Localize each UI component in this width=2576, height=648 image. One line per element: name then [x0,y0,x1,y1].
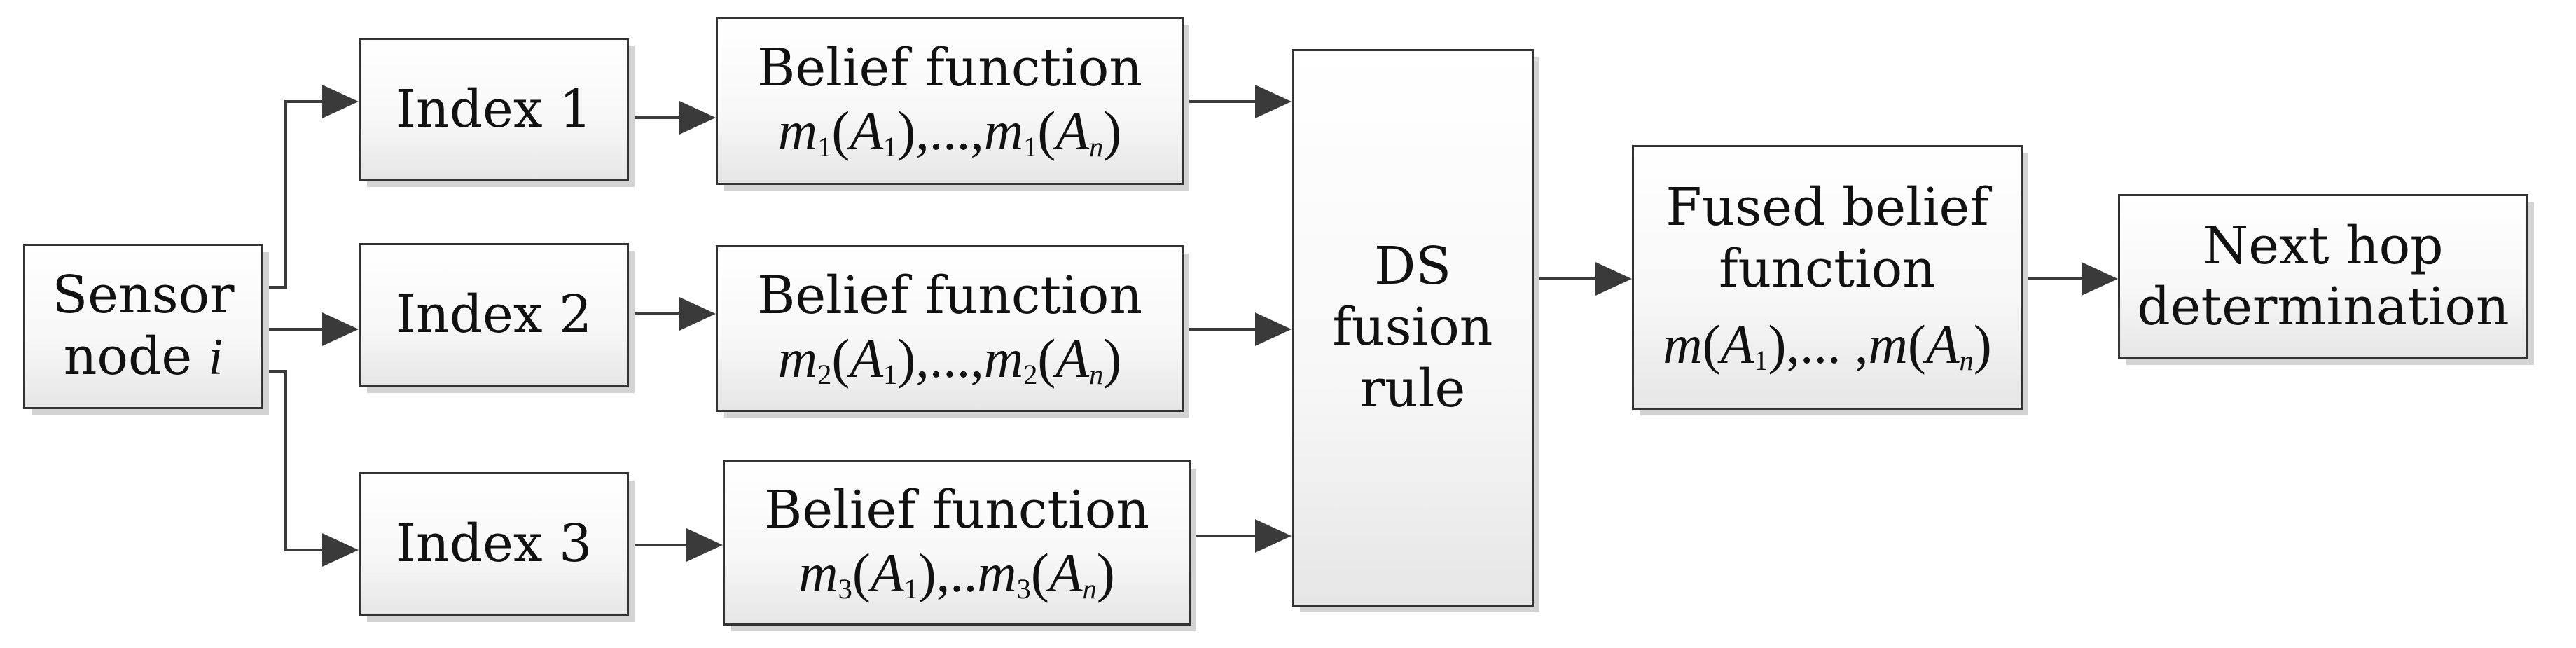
belief-function-3-box: Belief function m3(A1),..m3(An) [723,460,1191,626]
belief-function-2-title: Belief function [757,265,1142,326]
ds-fusion-line3: rule [1359,358,1466,419]
sensor-node-var: i [208,328,223,386]
fused-belief-line2: function [1719,238,1936,299]
arrow-fused-nexthop [2082,262,2118,296]
belief-function-1-box: Belief function m1(A1),...,m1(An) [716,17,1184,185]
index-1-label: Index 1 [395,78,593,139]
next-hop-line2: determination [2137,277,2509,337]
sensor-node-line1: Sensor [52,265,235,326]
arrow-index3-belief3 [686,528,723,562]
belief-function-1-formula: m1(A1),...,m1(An) [777,100,1122,163]
belief-function-3-formula: m3(A1),..m3(An) [798,542,1115,605]
edge-sensor-index3 [263,370,336,551]
belief-function-3-title: Belief function [764,479,1149,540]
index-3-box: Index 3 [359,472,629,616]
index-1-box: Index 1 [359,38,629,181]
sensor-node-line2: node i [64,326,223,388]
index-3-label: Index 3 [395,513,593,574]
fused-belief-line1: Fused belief [1666,177,1989,238]
arrow-sensor-index2 [322,312,359,346]
next-hop-line1: Next hop [2203,215,2444,276]
sensor-node-box: Sensor node i [23,244,263,409]
fused-belief-formula: m(A1),... ,m(An) [1663,313,1992,376]
arrow-ds-fused [1595,262,1632,296]
arrow-sensor-index3 [322,533,359,567]
next-hop-determination-box: Next hop determination [2118,194,2528,359]
arrow-belief3-ds [1255,519,1292,553]
arrow-belief2-ds [1255,312,1292,346]
fused-belief-function-box: Fused belief function m(A1),... ,m(An) [1632,145,2023,410]
index-2-label: Index 2 [395,284,593,345]
edge-sensor-index1 [263,100,336,289]
index-2-box: Index 2 [359,243,629,387]
belief-function-2-formula: m2(A1),...,m2(An) [777,328,1122,391]
arrow-index2-belief2 [679,297,716,331]
ds-fusion-line1: DS [1373,236,1452,297]
ds-fusion-rule-box: DS fusion rule [1292,49,1534,607]
belief-function-1-title: Belief function [757,37,1142,98]
belief-function-2-box: Belief function m2(A1),...,m2(An) [716,245,1184,412]
arrow-sensor-index1 [322,85,359,118]
sensor-node-prefix: node [63,326,209,387]
arrow-belief1-ds [1255,85,1292,118]
arrow-index1-belief1 [679,101,716,135]
ds-fusion-line2: fusion [1332,297,1493,358]
